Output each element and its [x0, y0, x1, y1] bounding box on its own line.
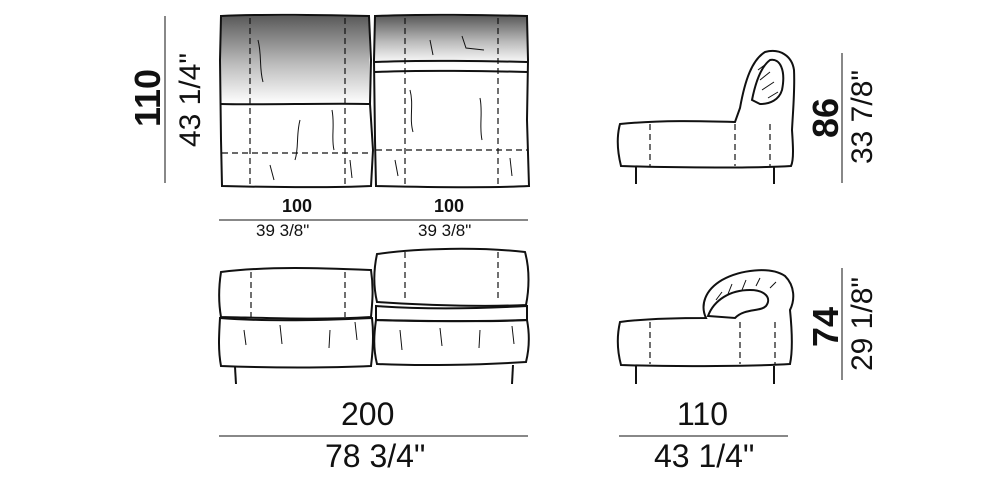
total-width-inch-label: 78 3/4" — [325, 438, 426, 474]
top-view-right-module — [372, 13, 531, 189]
left-module-width-inch-label: 39 3/8" — [256, 221, 310, 240]
total-width-cm-label: 200 — [341, 396, 395, 432]
left-module-width-cm-label: 100 — [282, 196, 313, 216]
height-raised-cm-label: 86 — [805, 97, 846, 139]
side-view-raised — [616, 50, 843, 184]
right-module-width-cm-label: 100 — [434, 196, 465, 216]
height-lowered-inch-label: 29 1/8" — [846, 276, 879, 372]
front-view-left-module — [218, 267, 375, 385]
right-module-width-inch-label: 39 3/8" — [418, 221, 472, 240]
top-view-plan — [164, 13, 531, 221]
side-view-lowered — [616, 268, 843, 437]
height-lowered-cm-label: 74 — [805, 306, 846, 348]
side-depth-cm-label: 110 — [677, 396, 729, 432]
front-view — [218, 247, 530, 437]
top-depth-inch-label: 43 1/4" — [174, 52, 207, 148]
side-depth-inch-label: 43 1/4" — [654, 438, 755, 474]
top-depth-cm-label: 110 — [127, 68, 168, 128]
height-raised-inch-label: 33 7/8" — [846, 69, 879, 165]
top-view-left-module — [218, 13, 375, 189]
front-view-right-module — [373, 247, 530, 385]
